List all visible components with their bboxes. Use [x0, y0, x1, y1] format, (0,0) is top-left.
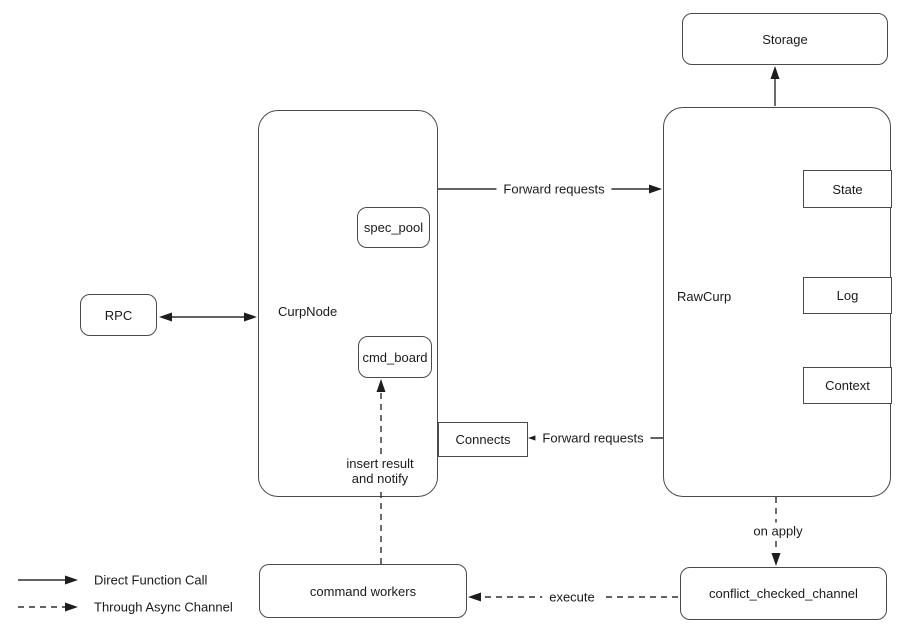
node-curpnode-label: CurpNode — [278, 304, 338, 319]
edge-label-forward-requests-bottom: Forward requests — [535, 429, 651, 447]
node-log: Log — [803, 277, 892, 314]
node-context: Context — [803, 367, 892, 404]
edge-rawcurp-storage — [770, 66, 780, 106]
node-conflict-checked-channel: conflict_checked_channel — [680, 567, 887, 620]
legend-async-arrow — [18, 602, 78, 612]
edge-label-on-apply: on apply — [746, 522, 810, 540]
node-command-workers-label: command workers — [309, 583, 417, 599]
edge-label-execute: execute — [542, 588, 602, 606]
node-log-label: Log — [836, 288, 859, 303]
node-connects-label: Connects — [455, 432, 511, 447]
node-storage-label: Storage — [762, 31, 808, 47]
edge-label-insert-result-line1: insert result — [346, 456, 414, 471]
node-spec-pool-label: spec_pool — [363, 220, 424, 235]
edge-rpc-curpnode — [159, 312, 257, 322]
node-cmd-board-label: cmd_board — [362, 349, 428, 365]
edge-label-insert-result-line2: and notify — [351, 471, 409, 486]
node-cmd-board: cmd_board — [358, 336, 432, 378]
node-state: State — [803, 170, 892, 208]
node-curpnode: CurpNode — [258, 110, 438, 497]
node-storage: Storage — [682, 13, 888, 65]
legend-direct-arrow — [18, 575, 78, 585]
legend-async-label: Through Async Channel — [94, 599, 233, 615]
node-rawcurp-label: RawCurp — [677, 289, 732, 304]
node-spec-pool: spec_pool — [357, 207, 430, 248]
node-rpc: RPC — [80, 294, 157, 336]
node-command-workers: command workers — [259, 564, 467, 618]
edge-label-insert-result: insert result and notify — [339, 455, 421, 487]
node-conflict-checked-channel-label: conflict_checked_channel — [709, 586, 858, 601]
node-context-label: Context — [825, 378, 870, 393]
node-rpc-label: RPC — [104, 307, 133, 323]
legend-direct-label: Direct Function Call — [94, 572, 208, 588]
node-state-label: State — [832, 181, 863, 197]
edge-label-forward-requests-top: Forward requests — [496, 180, 612, 198]
node-connects: Connects — [438, 422, 528, 457]
